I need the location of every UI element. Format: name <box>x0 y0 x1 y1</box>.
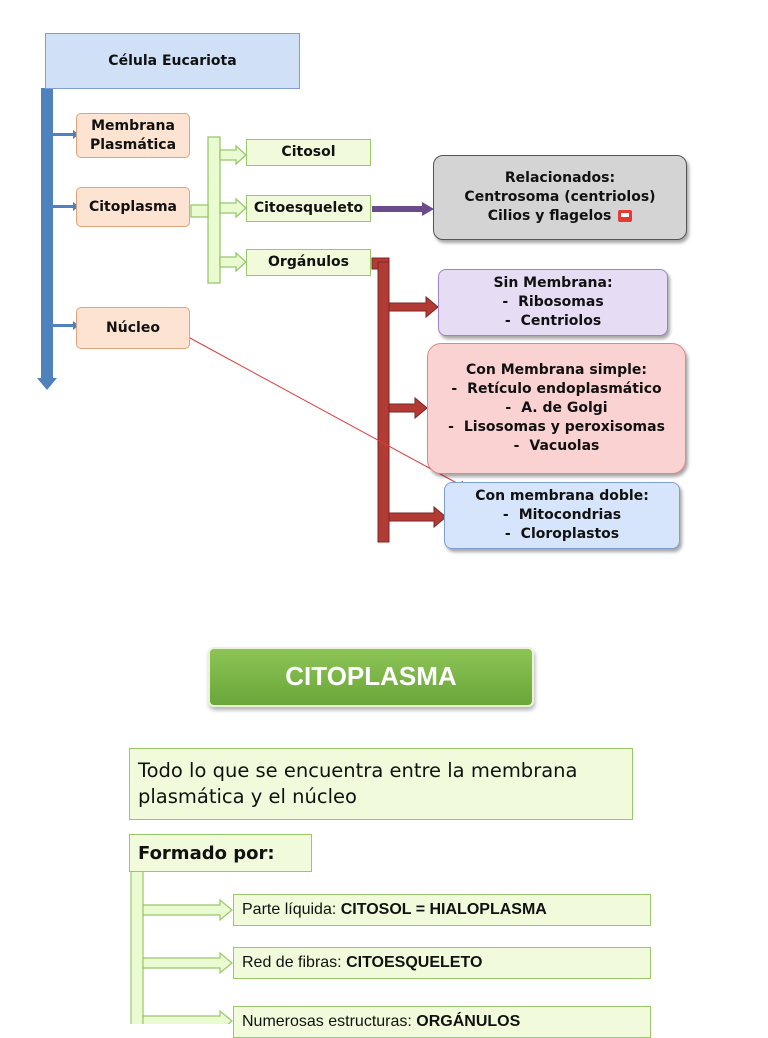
membrana-box: Membrana Plasmática <box>76 113 190 158</box>
sin-membrana-title: Sin Membrana: <box>493 275 613 292</box>
relacionados-item: Cilios y flagelos <box>487 207 612 224</box>
trunk-bar <box>41 88 53 378</box>
formado-item-citosol: Parte líquida: CITOSOL = HIALOPLASMA <box>233 894 651 926</box>
bullet-dash: - <box>502 507 509 524</box>
annotation-line <box>189 337 467 489</box>
citoplasma-label: Citoplasma <box>88 198 178 215</box>
sin-membrana-item: Ribosomas <box>518 294 604 311</box>
trunk-branches <box>53 130 79 330</box>
slide-title-box: CITOPLASMA <box>208 647 534 707</box>
formado-por-label: Formado por: <box>138 843 275 864</box>
bullet-dash: - <box>504 525 511 542</box>
citoesqueleto-arrow <box>372 202 434 216</box>
comment-icon[interactable] <box>618 210 633 223</box>
root-box: Célula Eucariota <box>45 33 300 89</box>
nucleo-box: Núcleo <box>76 307 190 349</box>
bullet-dash: - <box>505 400 512 417</box>
membrana-simple-title: Con Membrana simple: <box>465 362 648 379</box>
formado-por-box: Formado por: <box>129 834 312 872</box>
bullet-dash: - <box>513 437 520 454</box>
citoesqueleto-box: Citoesqueleto <box>246 195 371 222</box>
item-prefix: Parte líquida: <box>242 901 341 918</box>
trunk-arrowhead <box>37 378 57 390</box>
item-bold: CITOESQUELETO <box>346 954 483 971</box>
bullet-dash: - <box>448 418 454 435</box>
item-prefix: Red de fibras: <box>242 954 347 971</box>
bullet-dash: - <box>451 381 458 398</box>
membrana-simple-item: Lisosomas y peroxisomas <box>463 418 665 435</box>
membrana-simple-item: A. de Golgi <box>521 400 608 417</box>
citosol-label: Citosol <box>281 144 336 161</box>
nucleo-label: Núcleo <box>106 319 160 336</box>
relacionados-box: Relacionados: Centrosoma (centriolos) Ci… <box>433 155 687 240</box>
relacionados-title: Relacionados: <box>504 170 616 187</box>
definition-text: Todo lo que se encuentra entre la membra… <box>138 759 578 809</box>
relacionados-item: Centrosoma (centriolos) <box>464 189 656 206</box>
bullet-dash: - <box>504 312 511 329</box>
citoplasma-connector <box>190 136 247 284</box>
membrana-label-1: Membrana <box>91 117 175 134</box>
sin-membrana-item: Centriolos <box>520 312 602 329</box>
formado-item-citoesqueleto: Red de fibras: CITOESQUELETO <box>233 947 651 979</box>
citoesqueleto-label: Citoesqueleto <box>253 200 364 217</box>
membrana-simple-box: Con Membrana simple: -Retículo endoplasm… <box>427 343 686 474</box>
citoplasma-box: Citoplasma <box>76 187 190 227</box>
organulos-box: Orgánulos <box>246 249 371 276</box>
organulos-label: Orgánulos <box>268 254 349 271</box>
definition-box: Todo lo que se encuentra entre la membra… <box>129 748 633 820</box>
root-label: Célula Eucariota <box>108 52 237 69</box>
slide-title: CITOPLASMA <box>285 661 457 692</box>
citosol-box: Citosol <box>246 139 371 166</box>
membrana-label-2: Plasmática <box>89 136 177 153</box>
formado-item-organulos: Numerosas estructuras: ORGÁNULOS <box>233 1006 651 1038</box>
bullet-dash: - <box>502 294 509 311</box>
membrana-simple-item: Vacuolas <box>529 437 600 454</box>
formado-connector <box>130 869 233 1024</box>
sin-membrana-box: Sin Membrana: -Ribosomas -Centriolos <box>438 269 668 336</box>
membrana-doble-box: Con membrana doble: -Mitocondrias -Cloro… <box>444 482 680 549</box>
membrana-simple-item: Retículo endoplasmático <box>467 381 662 398</box>
item-prefix: Numerosas estructuras: <box>242 1013 417 1030</box>
membrana-doble-title: Con membrana doble: <box>475 488 649 505</box>
membrana-doble-item: Cloroplastos <box>520 525 620 542</box>
item-bold: ORGÁNULOS <box>416 1013 521 1030</box>
membrana-doble-item: Mitocondrias <box>518 507 622 524</box>
item-bold: CITOSOL = HIALOPLASMA <box>340 901 547 918</box>
